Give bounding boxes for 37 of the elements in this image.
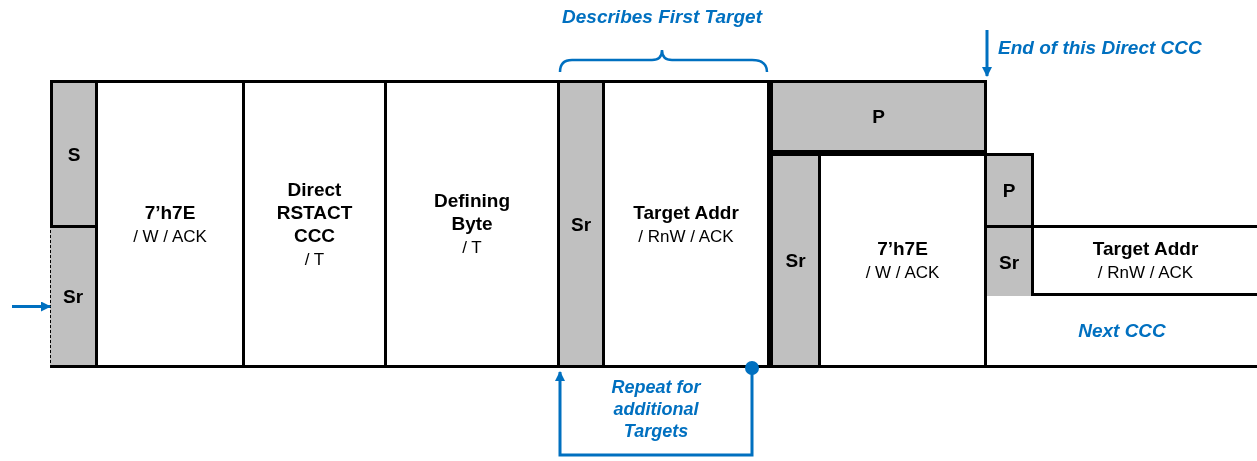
field-name: 7’h7E [877,237,928,260]
control-bit-field [50,80,98,225]
frame-field [98,80,242,368]
control-bit-field [557,80,605,368]
field-name: Sr [785,249,806,272]
frame-field [242,80,387,368]
control-bit-field [987,153,1034,225]
control-bit-field [770,80,987,153]
field-name: 7’h7E [144,200,196,224]
frame-field [1034,225,1257,296]
control-bit-field [987,225,1034,296]
field-suffix: / RnW / ACK [1097,262,1194,284]
field-suffix: / T [462,237,482,259]
frame-field [387,80,557,368]
frame-field [605,80,770,368]
frame-field [818,153,987,368]
field-name: Sr [62,285,84,308]
field-name: S [67,142,81,166]
arrow [12,301,51,312]
arrow [555,361,759,457]
field-name: Next CCC [1078,319,1166,342]
field-name: Direct RSTACT CCC [275,177,354,247]
field-name: Defining Byte [433,189,511,235]
field-name: Target Addr [633,200,739,224]
control-bit-field [50,225,98,368]
field-suffix: / W / ACK [865,262,940,284]
field-suffix: / T [304,248,325,271]
field-name: P [1002,179,1016,202]
field-suffix: / W / ACK [133,225,207,248]
field-name: P [872,105,885,128]
control-bit-field [770,153,818,368]
field-name: Target Addr [1092,237,1199,260]
field-name: Sr [998,250,1020,274]
field-name: Sr [570,212,592,236]
annotation-text: Describes First Target [562,6,762,28]
annotation-text: End of this Direct CCC [998,37,1202,59]
field-suffix: / RnW / ACK [638,225,734,248]
